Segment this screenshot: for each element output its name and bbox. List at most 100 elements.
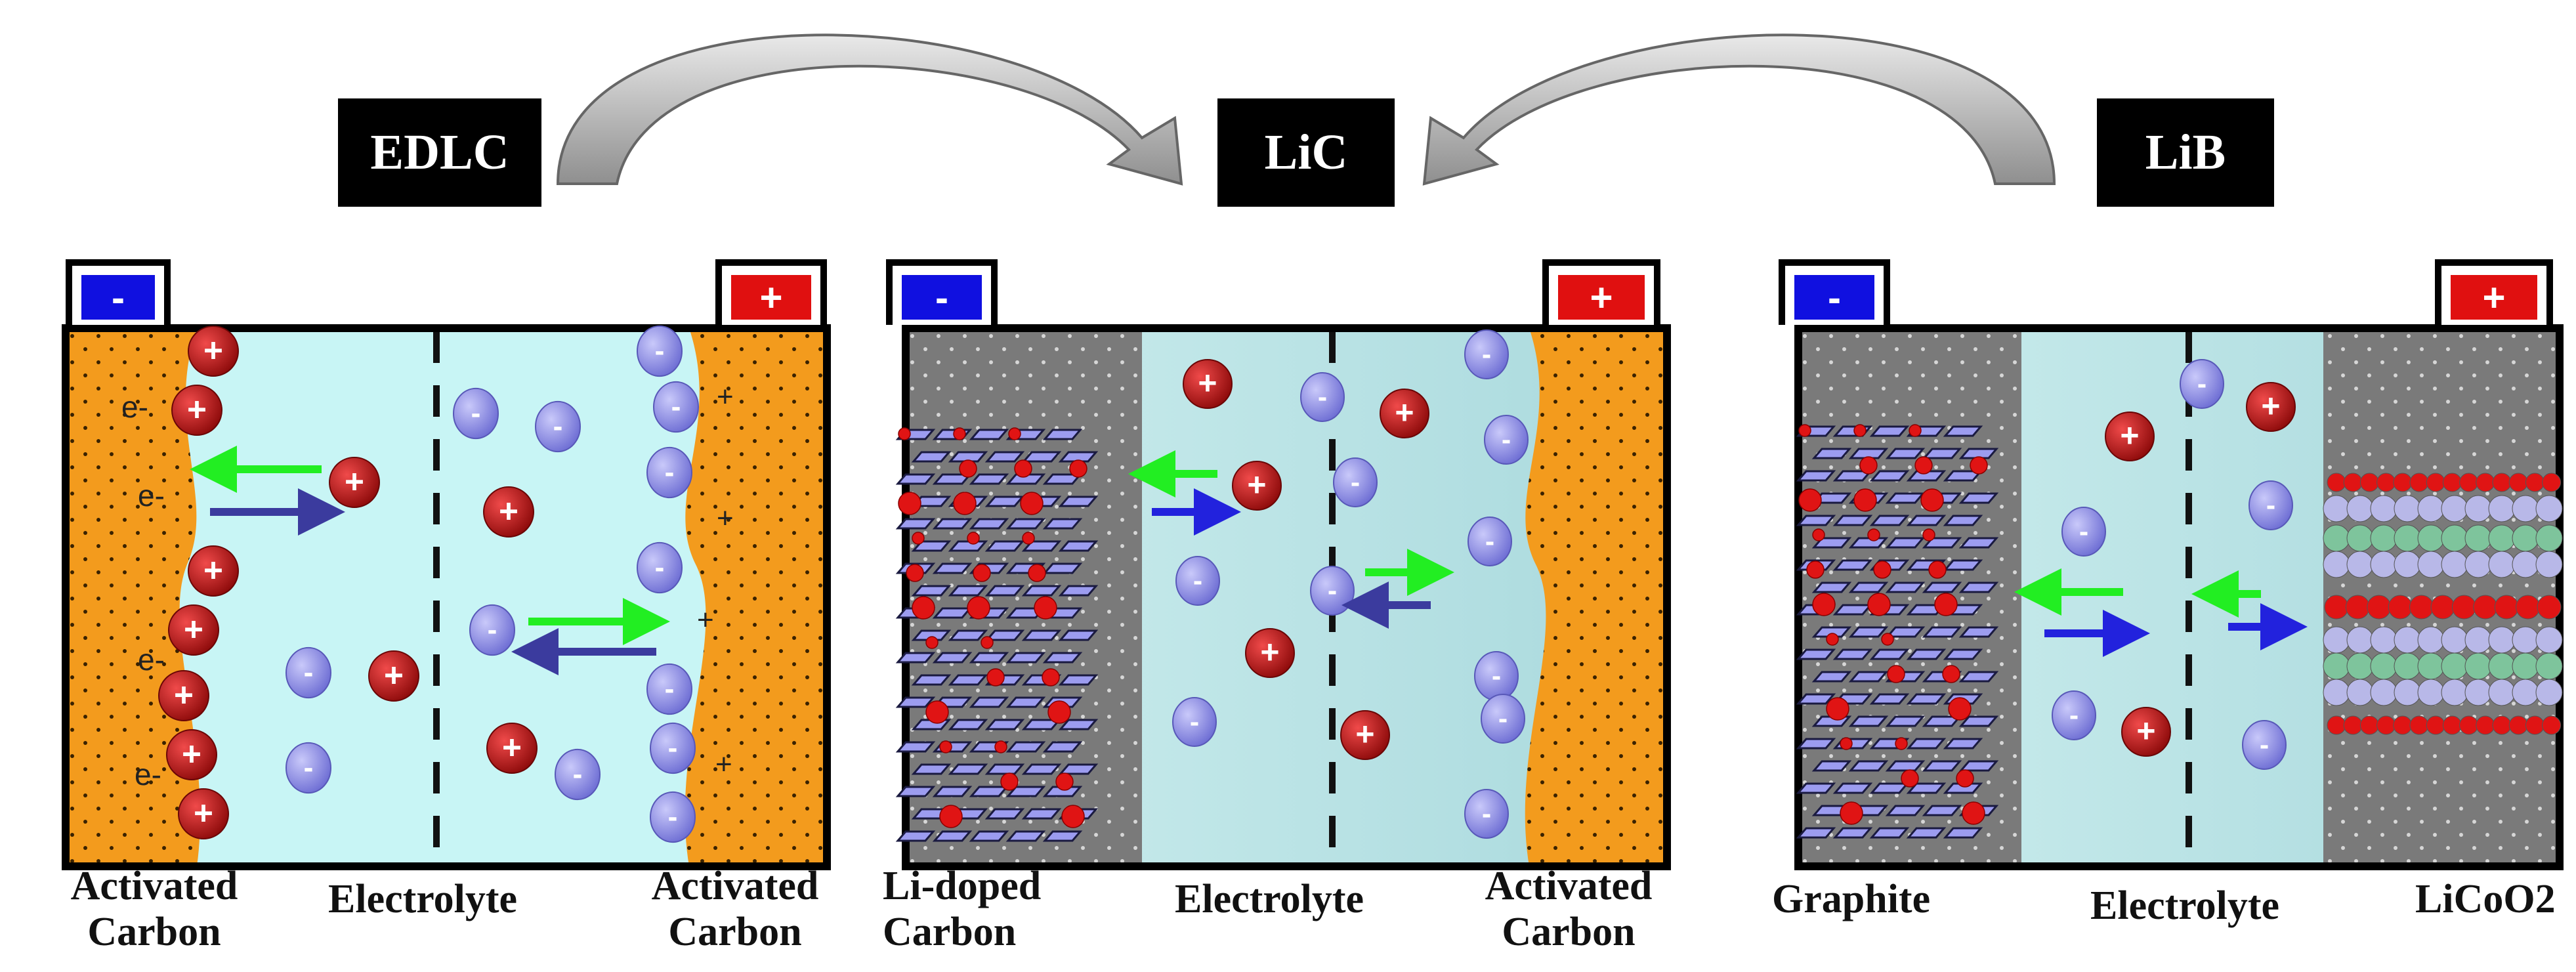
lic-anion: - <box>1175 556 1220 606</box>
title-edlc: EDLC <box>338 98 541 207</box>
edlc-anion: - <box>469 604 515 656</box>
edlc-negative-sign: - <box>81 275 155 320</box>
cation-sign: + <box>203 551 223 589</box>
lic-left-electrode-line1: Li-doped <box>883 864 1042 908</box>
lic-anion: - <box>1300 372 1345 422</box>
lic-anion: - <box>1464 329 1509 379</box>
lic-electrolyte-label: Electrolyte <box>1175 877 1364 921</box>
edlc-left-electrode-line2: Carbon <box>87 910 221 954</box>
cation-sign: + <box>502 729 522 766</box>
edlc-right-electrode-line1: Activated <box>651 864 819 908</box>
edlc-right-electrode-line2: Carbon <box>668 910 802 954</box>
edlc-cation: + <box>486 723 538 774</box>
lib-graphite-layers <box>1796 424 1999 839</box>
curved-arrow-edlc-to-lic <box>556 33 1183 186</box>
lic-anion: - <box>1310 566 1355 616</box>
anion-sign: - <box>1351 467 1360 498</box>
lic-cell <box>902 324 1671 870</box>
cation-sign: + <box>174 676 194 713</box>
anion-sign: - <box>488 614 497 646</box>
edlc-cation: + <box>171 385 222 436</box>
anion-sign: - <box>655 335 665 367</box>
anion-sign: - <box>2260 729 2269 761</box>
edlc-electron-label-4: e- <box>135 757 161 792</box>
edlc-anion: - <box>646 446 692 499</box>
edlc-cation: + <box>166 729 217 780</box>
cation-sign: + <box>384 656 404 694</box>
lib-cation: + <box>2121 707 2171 757</box>
anion-sign: - <box>1318 381 1327 413</box>
edlc-electron-label-2: e- <box>138 478 165 513</box>
licoo2-layers <box>2323 473 2563 735</box>
edlc-surface-charge-3: + <box>697 604 714 636</box>
anion-sign: - <box>1190 706 1199 738</box>
edlc-left-activated-carbon <box>66 328 200 866</box>
edlc-anion: - <box>650 722 696 774</box>
anion-sign: - <box>1485 526 1494 557</box>
edlc-anion: - <box>285 742 331 794</box>
edlc-right-activated-carbon <box>685 328 827 866</box>
lic-right-electrode-label: Activated Carbon <box>1464 863 1674 955</box>
lib-cation: + <box>2246 382 2296 432</box>
cation-sign: + <box>1395 394 1414 431</box>
edlc-surface-charge-4: + <box>715 748 732 780</box>
lic-right-electrode-line1: Activated <box>1485 864 1653 908</box>
lib-anion: - <box>2052 690 2096 740</box>
edlc-anion: - <box>650 791 696 843</box>
title-lic: LiC <box>1217 98 1395 207</box>
lic-anion: - <box>1333 457 1378 507</box>
edlc-surface-charge-2: + <box>717 502 734 534</box>
cation-sign: + <box>2120 417 2139 454</box>
anion-sign: - <box>553 410 563 442</box>
lic-negative-sign: - <box>902 275 982 320</box>
lib-electrolyte-label: Electrolyte <box>2090 883 2280 928</box>
edlc-electrolyte-label: Electrolyte <box>328 877 518 921</box>
lic-negative-terminal: - <box>886 259 998 325</box>
lib-licoo2-label: LiCoO2 <box>2415 877 2556 921</box>
anion-sign: - <box>573 758 583 790</box>
anion-sign: - <box>1482 798 1491 830</box>
lib-cation: + <box>2105 412 2155 461</box>
anion-sign: - <box>1482 339 1491 370</box>
lic-anion: - <box>1172 697 1217 747</box>
edlc-surface-charge-1: + <box>717 381 734 413</box>
anion-sign: - <box>1502 424 1511 455</box>
lic-li-doped-carbon <box>906 328 1142 866</box>
lic-positive-sign: + <box>1558 275 1645 320</box>
cation-sign: + <box>184 610 203 648</box>
edlc-positive-sign: + <box>731 275 811 320</box>
edlc-anion: - <box>637 325 683 377</box>
anion-sign: - <box>671 391 681 423</box>
edlc-cation: + <box>329 457 380 508</box>
anion-sign: - <box>655 551 665 583</box>
cation-sign: + <box>345 463 364 500</box>
edlc-anion: - <box>285 646 331 699</box>
lic-cation: + <box>1340 710 1390 760</box>
cation-sign: + <box>194 794 213 832</box>
edlc-left-electrode-label: Activated Carbon <box>49 863 259 955</box>
cation-sign: + <box>1260 634 1279 671</box>
lic-anion: - <box>1481 694 1525 744</box>
anion-sign: - <box>2266 490 2275 521</box>
cation-sign: + <box>1355 716 1374 753</box>
anion-sign: - <box>2069 700 2079 731</box>
lib-anion: - <box>2249 480 2293 530</box>
anion-sign: - <box>2197 368 2206 400</box>
lic-right-electrode-line2: Carbon <box>1502 910 1636 954</box>
lic-cation: + <box>1380 389 1429 438</box>
edlc-anion: - <box>555 748 601 801</box>
edlc-cation: + <box>178 788 229 839</box>
cation-sign: + <box>499 492 518 530</box>
lic-cation: + <box>1232 461 1282 511</box>
edlc-negative-terminal: - <box>66 259 171 325</box>
lib-positive-sign: + <box>2451 275 2537 320</box>
edlc-positive-terminal: + <box>715 259 827 325</box>
lic-activated-carbon <box>1525 328 1667 866</box>
edlc-electron-label-3: e- <box>138 643 165 677</box>
lic-anion: - <box>1464 789 1509 839</box>
edlc-electron-label-1: e- <box>121 390 148 424</box>
edlc-cation: + <box>188 545 239 597</box>
lib-graphite-label: Graphite <box>1772 877 1931 921</box>
lib-cell <box>1794 324 2564 870</box>
edlc-left-electrode-line1: Activated <box>70 864 238 908</box>
